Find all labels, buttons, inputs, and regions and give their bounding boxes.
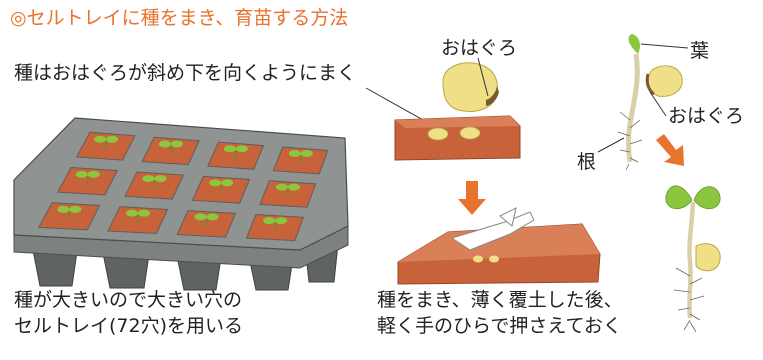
cell-seedling	[209, 179, 234, 193]
tray-cells	[37, 131, 329, 242]
down-arrow-icon	[458, 181, 486, 215]
cell-seedling	[142, 175, 167, 189]
sowing-caption-line2: 軽く手のひらで押さえておく	[377, 314, 622, 337]
sowing-caption-line1: 種をまき、薄く覆土した後、	[377, 289, 623, 311]
ohaguro-leader-line	[477, 57, 489, 97]
root-leader-line	[597, 137, 625, 153]
cell-seedling	[94, 135, 119, 150]
sowing-caption: 種をまき、薄く覆土した後、 軽く手のひらで押さえておく	[377, 288, 707, 339]
seed-ohaguro-label: おはぐろ	[441, 37, 518, 59]
cell-seedling	[223, 145, 248, 159]
covered-soil	[397, 223, 601, 285]
cell-seedling	[158, 140, 183, 155]
leaf-leader-line	[640, 43, 689, 49]
cell-seedling	[275, 183, 300, 198]
diagonal-arrow-icon	[656, 134, 684, 166]
cell-seedling	[263, 217, 288, 231]
seedling	[665, 185, 721, 333]
sprout-ohaguro-leader-line	[649, 91, 667, 117]
leaf-label: 葉	[690, 40, 710, 62]
seed-drawing	[442, 62, 499, 112]
sprout-ohaguro-label: おはぐろ	[668, 105, 745, 127]
sprouting-seed	[617, 34, 683, 171]
cell-seedling	[75, 170, 100, 185]
cell-seedling	[194, 213, 219, 227]
root-label: 根	[577, 151, 597, 173]
cell-seedling	[288, 150, 313, 164]
page-title: ◎セルトレイに種をまき、育苗する方法	[10, 7, 349, 29]
sowing-instruction: 種はおはぐろが斜め下を向くようにまく	[14, 62, 357, 84]
tray-caption: 種が大きいので大きい穴の セルトレイ(72穴)を用いる	[14, 288, 344, 339]
tray-caption-line1: 種が大きいので大きい穴の	[14, 289, 243, 311]
hand-drawing	[450, 207, 535, 251]
cell-seedling	[57, 205, 82, 220]
seed-tray	[13, 117, 349, 291]
soil-block	[394, 115, 521, 161]
cell-seedling	[125, 209, 150, 224]
tray-caption-line2: セルトレイ(72穴)を用いる	[14, 314, 244, 337]
